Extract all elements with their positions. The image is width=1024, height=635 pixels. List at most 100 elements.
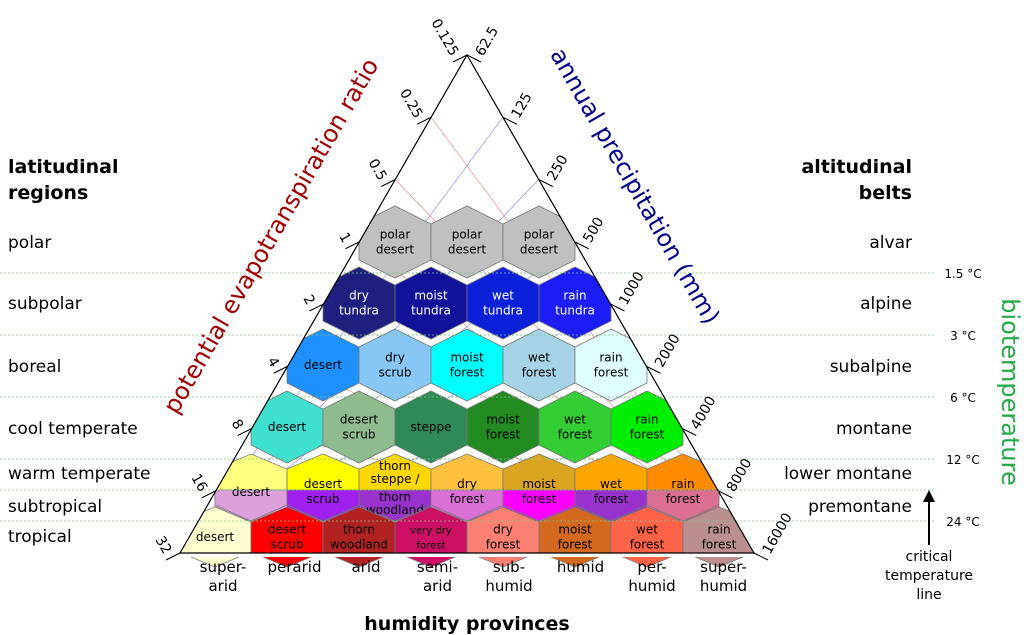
right-heading-line1: altitudinal	[801, 156, 912, 178]
hex-label: scrub	[270, 538, 303, 552]
humidity-province-label: super-	[700, 558, 747, 576]
biotemperature-tick: 1.5 °C	[944, 267, 981, 281]
hex-label: tundra	[411, 304, 451, 318]
biotemperature-tick: 6 °C	[950, 391, 976, 405]
hex-label: desert	[268, 420, 307, 434]
mask-bottom	[0, 553, 1024, 557]
hex-subtropical	[214, 489, 288, 522]
hex-label: desert	[448, 243, 487, 257]
critical-line-arrowhead	[923, 490, 935, 502]
hex-label: wet	[600, 477, 622, 491]
pet-tick	[452, 54, 468, 63]
pet-tick	[237, 428, 252, 436]
precip-tick	[682, 428, 697, 436]
hex-subtropical	[286, 489, 360, 522]
hex-subtropical	[502, 489, 576, 522]
triangle-outline	[0, 0, 1024, 557]
latitudinal-region-cool-temperate: cool temperate	[8, 419, 138, 439]
hex-label: wet	[528, 351, 550, 365]
hex-label: desert	[304, 358, 343, 372]
hex-label: desert	[268, 523, 307, 537]
life-zone-steppe: steppe	[394, 390, 468, 464]
hex-label: thorn	[343, 523, 375, 537]
hex-label: scrub	[378, 366, 411, 380]
hex-label: steppe	[411, 420, 452, 434]
humidity-province-label: sub-	[493, 558, 525, 576]
hex-label: forest	[594, 366, 629, 380]
hex-label: forest	[522, 492, 557, 506]
hex-label: forest	[486, 428, 521, 442]
precip-tick	[466, 54, 482, 63]
pet-tick-label: 16	[187, 471, 210, 495]
hex-label: forest	[630, 538, 665, 552]
hex-label: thorn	[379, 459, 411, 473]
hex-label: tundra	[555, 304, 595, 318]
hex-label: dry	[493, 523, 513, 537]
hex-label: moist	[450, 351, 484, 365]
right-heading-line2: belts	[859, 182, 912, 204]
humidity-province-label: semi-	[417, 558, 458, 576]
hex-label: tundra	[339, 304, 379, 318]
altitudinal-belt-lower-montane: lower montane	[784, 464, 912, 484]
pet-tick	[345, 241, 360, 250]
humidity-province-label: humid	[485, 577, 532, 595]
hex-label: desert	[520, 243, 559, 257]
pet-tick	[201, 490, 217, 499]
hex-label: forest	[702, 538, 737, 552]
mask-right	[467, 0, 1024, 553]
humidity-province-label: humid	[557, 558, 604, 576]
hex-label: forest	[417, 541, 446, 552]
hex-label: rain	[671, 477, 694, 491]
latitudinal-region-warm-temperate: warm temperate	[8, 464, 150, 484]
precip-tick	[717, 490, 733, 499]
hex-label: woodland	[366, 503, 424, 517]
hex-label: desert	[340, 413, 379, 427]
biotemperature-tick: 12 °C	[946, 453, 979, 467]
left-heading-line1: latitudinal	[8, 156, 119, 178]
biotemperature-axis-title: biotemperature	[996, 298, 1024, 485]
humidity-province-label: super-	[200, 558, 247, 576]
life-zone-desert: desert	[250, 390, 324, 464]
latitudinal-region-boreal: boreal	[8, 357, 61, 377]
biotemperature-tick: 3 °C	[950, 329, 976, 343]
critical-line-label-2: temperature	[885, 568, 973, 584]
hex-label: very dry	[410, 526, 452, 537]
hex-label: forest	[450, 492, 485, 506]
precip-tick	[574, 241, 589, 250]
hex-label: moist	[522, 477, 556, 491]
latitudinal-region-subtropical: subtropical	[8, 497, 102, 517]
pet-tick	[309, 303, 324, 312]
hex-label: forest	[522, 366, 557, 380]
hex-label: steppe /	[371, 472, 421, 486]
mask-left	[0, 0, 467, 553]
pet-tick-label: 32	[152, 534, 175, 557]
life-zone-desert: desert	[286, 328, 360, 402]
hex-label: forest	[486, 538, 521, 552]
hex-label: moist	[414, 289, 448, 303]
critical-line-label-1: critical	[906, 549, 953, 565]
hex-subtropical	[646, 489, 720, 522]
precip-tick	[538, 179, 553, 187]
altitudinal-belt-premontane: premontane	[808, 497, 912, 517]
critical-line-label-3: line	[916, 587, 941, 603]
hex-label: desert	[376, 243, 415, 257]
bottom-heading: humidity provinces	[364, 613, 569, 635]
humidity-province-label: humid	[700, 577, 747, 595]
hex-label: polar	[380, 228, 411, 242]
hex-label: wet	[636, 523, 658, 537]
hex-subtropical	[358, 489, 432, 522]
